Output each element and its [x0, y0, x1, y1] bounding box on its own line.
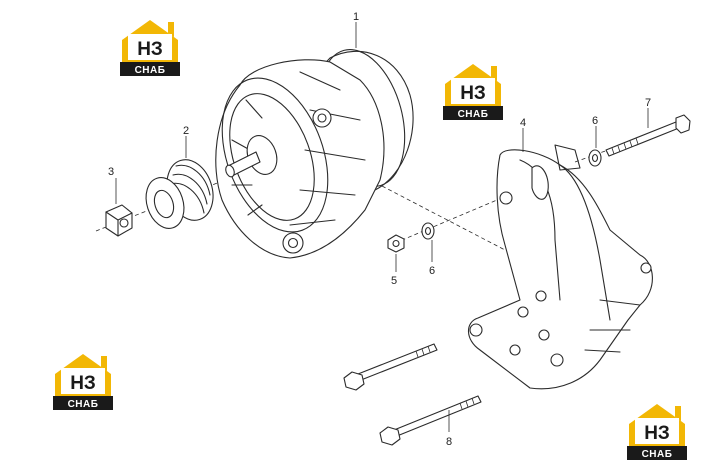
callout-bolt-lower: 8	[446, 436, 452, 448]
logo-top-left: НЗ СНАБ	[120, 20, 180, 76]
logo-top-center: НЗ СНАБ	[443, 64, 503, 120]
alternator	[215, 49, 414, 259]
callout-pulley: 2	[183, 125, 189, 137]
logo-bottom-left: НЗ СНАБ	[53, 354, 113, 410]
leader-lines	[115, 22, 649, 432]
logo-bottom-text: СНАБ	[458, 109, 489, 120]
nut-small	[387, 234, 405, 253]
bolt-middle	[343, 343, 438, 391]
callout-alternator: 1	[353, 11, 359, 23]
nut	[105, 204, 133, 237]
logo-top-text: НЗ	[137, 39, 163, 60]
pulley	[145, 159, 214, 229]
washer-upper	[588, 149, 602, 167]
logo-top-text: НЗ	[70, 373, 96, 394]
bracket	[467, 144, 653, 390]
callout-labels: 1 2 3 4 5 6 6 7 8	[108, 11, 651, 448]
callout-washer-lower: 6	[429, 265, 435, 277]
logo-bottom-right: НЗ СНАБ	[627, 404, 687, 460]
logo-bottom-text: СНАБ	[642, 449, 673, 460]
callout-bolt-long: 7	[645, 97, 651, 109]
bolt-long	[605, 114, 691, 157]
washer-lower	[421, 222, 435, 240]
logo-top-text: НЗ	[460, 83, 486, 104]
logo-bottom-text: СНАБ	[68, 399, 99, 410]
logo-bottom-text: СНАБ	[135, 65, 166, 76]
callout-bracket: 4	[520, 117, 526, 129]
bolt-lower	[379, 395, 482, 446]
logo-top-text: НЗ	[644, 423, 670, 444]
callout-nut: 3	[108, 166, 114, 178]
callout-washer-upper: 6	[592, 115, 598, 127]
callout-nut-small: 5	[391, 275, 397, 287]
